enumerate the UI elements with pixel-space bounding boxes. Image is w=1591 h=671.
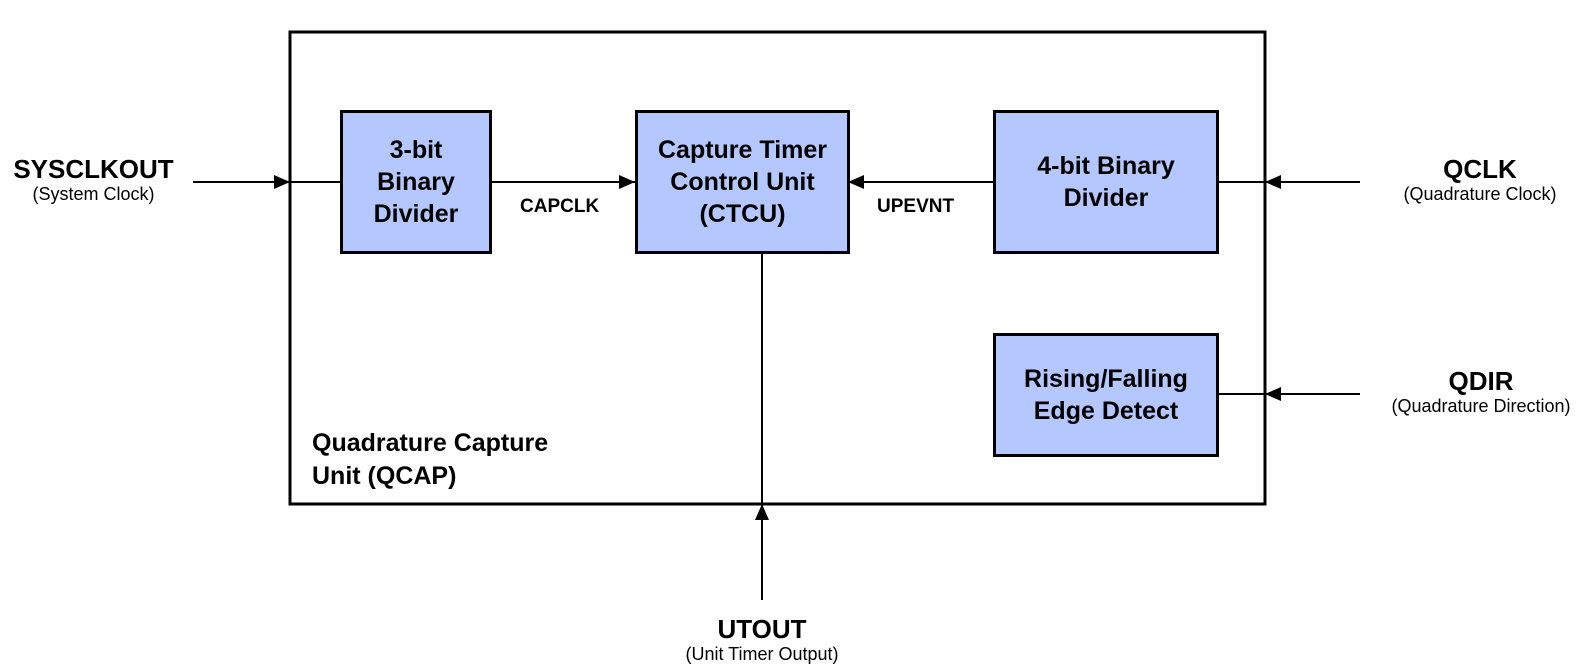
three-bit-binary-divider-block: 3-bit Binary Divider [340, 110, 492, 254]
utout-name: UTOUT [717, 614, 807, 644]
ctcu-label: Capture Timer Control Unit (CTCU) [657, 136, 828, 228]
qclk-input: QCLK (Quadrature Clock) [1370, 155, 1590, 205]
utout-description: (Unit Timer Output) [685, 644, 839, 664]
qdir-name: QDIR [1448, 366, 1514, 396]
upevnt-signal-label: UPEVNT [877, 196, 955, 217]
edge-detect-label: Rising/Falling Edge Detect [1024, 365, 1188, 425]
utout-input: UTOUT (Unit Timer Output) [642, 615, 882, 665]
sysclkout-name: SYSCLKOUT [13, 154, 174, 184]
four-bit-binary-divider-label: 4-bit Binary Divider [1037, 152, 1175, 212]
qclk-description: (Quadrature Clock) [1403, 184, 1557, 204]
qcap-container [288, 30, 1267, 506]
qclk-name: QCLK [1443, 154, 1517, 184]
qdir-input: QDIR (Quadrature Direction) [1372, 367, 1590, 417]
sysclkout-description: (System Clock) [32, 184, 155, 204]
four-bit-binary-divider-block: 4-bit Binary Divider [993, 110, 1219, 254]
sysclkout-input: SYSCLKOUT (System Clock) [0, 155, 187, 205]
qdir-description: (Quadrature Direction) [1391, 396, 1571, 416]
edge-detect-block: Rising/Falling Edge Detect [993, 333, 1219, 457]
ctcu-block: Capture Timer Control Unit (CTCU) [635, 110, 850, 254]
capclk-signal-label: CAPCLK [520, 196, 600, 217]
three-bit-binary-divider-label: 3-bit Binary Divider [373, 136, 459, 228]
qcap-container-label: Quadrature Capture Unit (QCAP) [312, 429, 549, 490]
